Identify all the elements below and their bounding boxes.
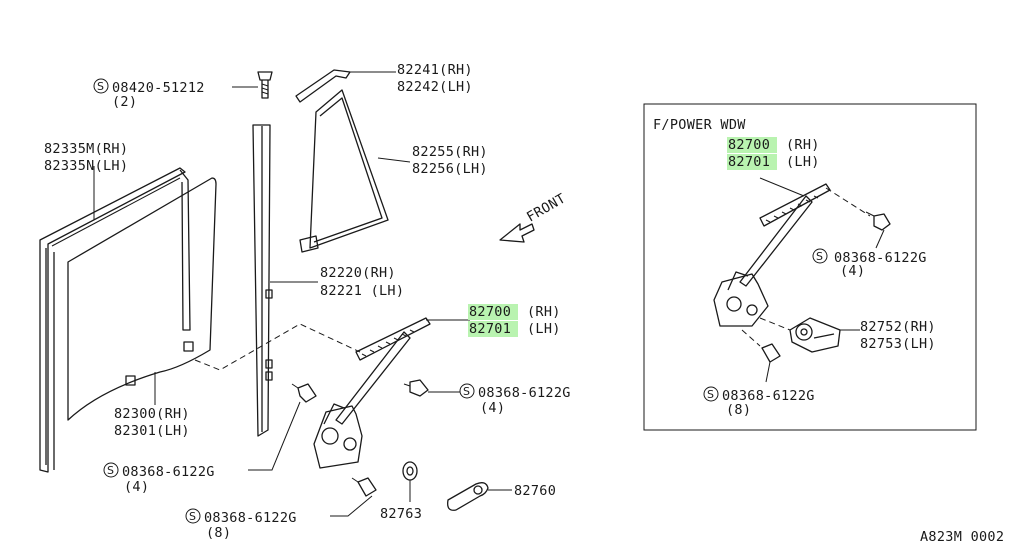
inset-dash-bottom xyxy=(741,329,761,347)
inset-dash-top xyxy=(825,187,871,217)
bolt-left-qty: (4) xyxy=(124,479,149,495)
bolt-top-qty: (2) xyxy=(112,94,137,110)
inset-highlight-82701 xyxy=(727,154,777,170)
inset-regulator-rh-code: 82700 xyxy=(728,137,770,153)
glass-rh-label: 82300(RH) xyxy=(114,406,190,422)
inset-regulator-rh-side: (RH) xyxy=(786,137,820,153)
bolt-left-code: 08368-6122G xyxy=(122,464,215,480)
bolt-right-code: 08368-6122G xyxy=(478,385,571,401)
screw-symbol-icon: S xyxy=(103,462,119,478)
regulator-rh-side: (RH) xyxy=(527,304,561,320)
assembly-dash-line xyxy=(194,323,361,371)
inset-regulator-lh-side: (LH) xyxy=(786,154,820,170)
inset-motor-lh: 82753(LH) xyxy=(860,336,936,352)
sash-82241 xyxy=(295,69,351,103)
handle-label: 82760 xyxy=(514,483,556,499)
front-arrow-icon xyxy=(499,223,535,243)
channel-lh-label: 82221 (LH) xyxy=(320,283,404,299)
run-lh-label: 82335N(LH) xyxy=(44,158,128,174)
inset-bolt-bottom-qty: (8) xyxy=(726,402,751,418)
sash-lh-label: 82242(LH) xyxy=(397,79,473,95)
screw-symbol-icon: S xyxy=(703,386,719,402)
bolt-top-code: 08420-51212 xyxy=(112,80,205,96)
door-glass-82300 xyxy=(67,177,217,421)
svg-text:S: S xyxy=(816,250,823,263)
window-regulator-82700 xyxy=(313,317,431,469)
inset-title: F/POWER WDW xyxy=(653,117,746,133)
inset-leader-bolt-bottom xyxy=(765,361,771,383)
front-label: FRONT xyxy=(524,191,568,226)
inset-leader-bolt-top xyxy=(875,229,885,249)
inset-regulator-lh-code: 82701 xyxy=(728,154,770,170)
inset-bolt-top-code: 08368-6122G xyxy=(834,250,927,266)
sash-rh-label: 82241(RH) xyxy=(397,62,473,78)
bolt-right-qty: (4) xyxy=(480,400,505,416)
channel-rh-label: 82220(RH) xyxy=(320,265,396,281)
division-channel-82220 xyxy=(252,124,273,437)
screw-symbol-icon: S xyxy=(185,508,201,524)
inset-bolt-bottom xyxy=(761,343,781,363)
inset-leader xyxy=(759,177,805,197)
svg-text:S: S xyxy=(463,385,470,398)
regulator-rh-code: 82700 xyxy=(469,304,511,320)
highlight-82700 xyxy=(468,304,518,320)
inset-highlight-82700 xyxy=(727,137,777,153)
screw-symbol-icon: S xyxy=(812,248,828,264)
inset-dash-motor xyxy=(759,317,791,331)
svg-text:S: S xyxy=(707,388,714,401)
highlight-82701 xyxy=(468,321,518,337)
inset-bolt-bottom-code: 08368-6122G xyxy=(722,388,815,404)
glass-lh-label: 82301(LH) xyxy=(114,423,190,439)
leader-lines xyxy=(93,71,512,517)
side-glass-82255 xyxy=(299,89,389,253)
bolt-bottom-qty: (8) xyxy=(206,525,231,541)
bolt-left xyxy=(291,383,317,403)
svg-text:S: S xyxy=(189,510,196,523)
bolt-bottom xyxy=(351,477,377,497)
regulator-lh-code: 82701 xyxy=(469,321,511,337)
run-rh-label: 82335M(RH) xyxy=(44,141,128,157)
inset-motor-82752 xyxy=(789,317,841,353)
svg-text:S: S xyxy=(97,80,104,93)
side-glass-lh-label: 82256(LH) xyxy=(412,161,488,177)
svg-text:S: S xyxy=(107,464,114,477)
washer-82763 xyxy=(402,461,418,481)
screw-symbol-icon: S xyxy=(93,78,109,94)
regulator-lh-side: (LH) xyxy=(527,321,561,337)
bolt-08420-51212 xyxy=(257,71,273,99)
inset-motor-rh: 82752(RH) xyxy=(860,319,936,335)
bolt-right xyxy=(403,379,429,397)
handle-82760 xyxy=(447,482,489,511)
screw-symbol-icon: S xyxy=(459,383,475,399)
washer-label: 82763 xyxy=(380,506,422,522)
side-glass-rh-label: 82255(RH) xyxy=(412,144,488,160)
bolt-bottom-code: 08368-6122G xyxy=(204,510,297,526)
inset-bolt-top-qty: (4) xyxy=(840,263,865,279)
power-window-inset-frame xyxy=(643,103,977,431)
diagram-code: A823M 0002 xyxy=(920,529,1004,545)
glass-run-82335 xyxy=(39,167,191,473)
inset-bolt-top xyxy=(865,211,891,231)
